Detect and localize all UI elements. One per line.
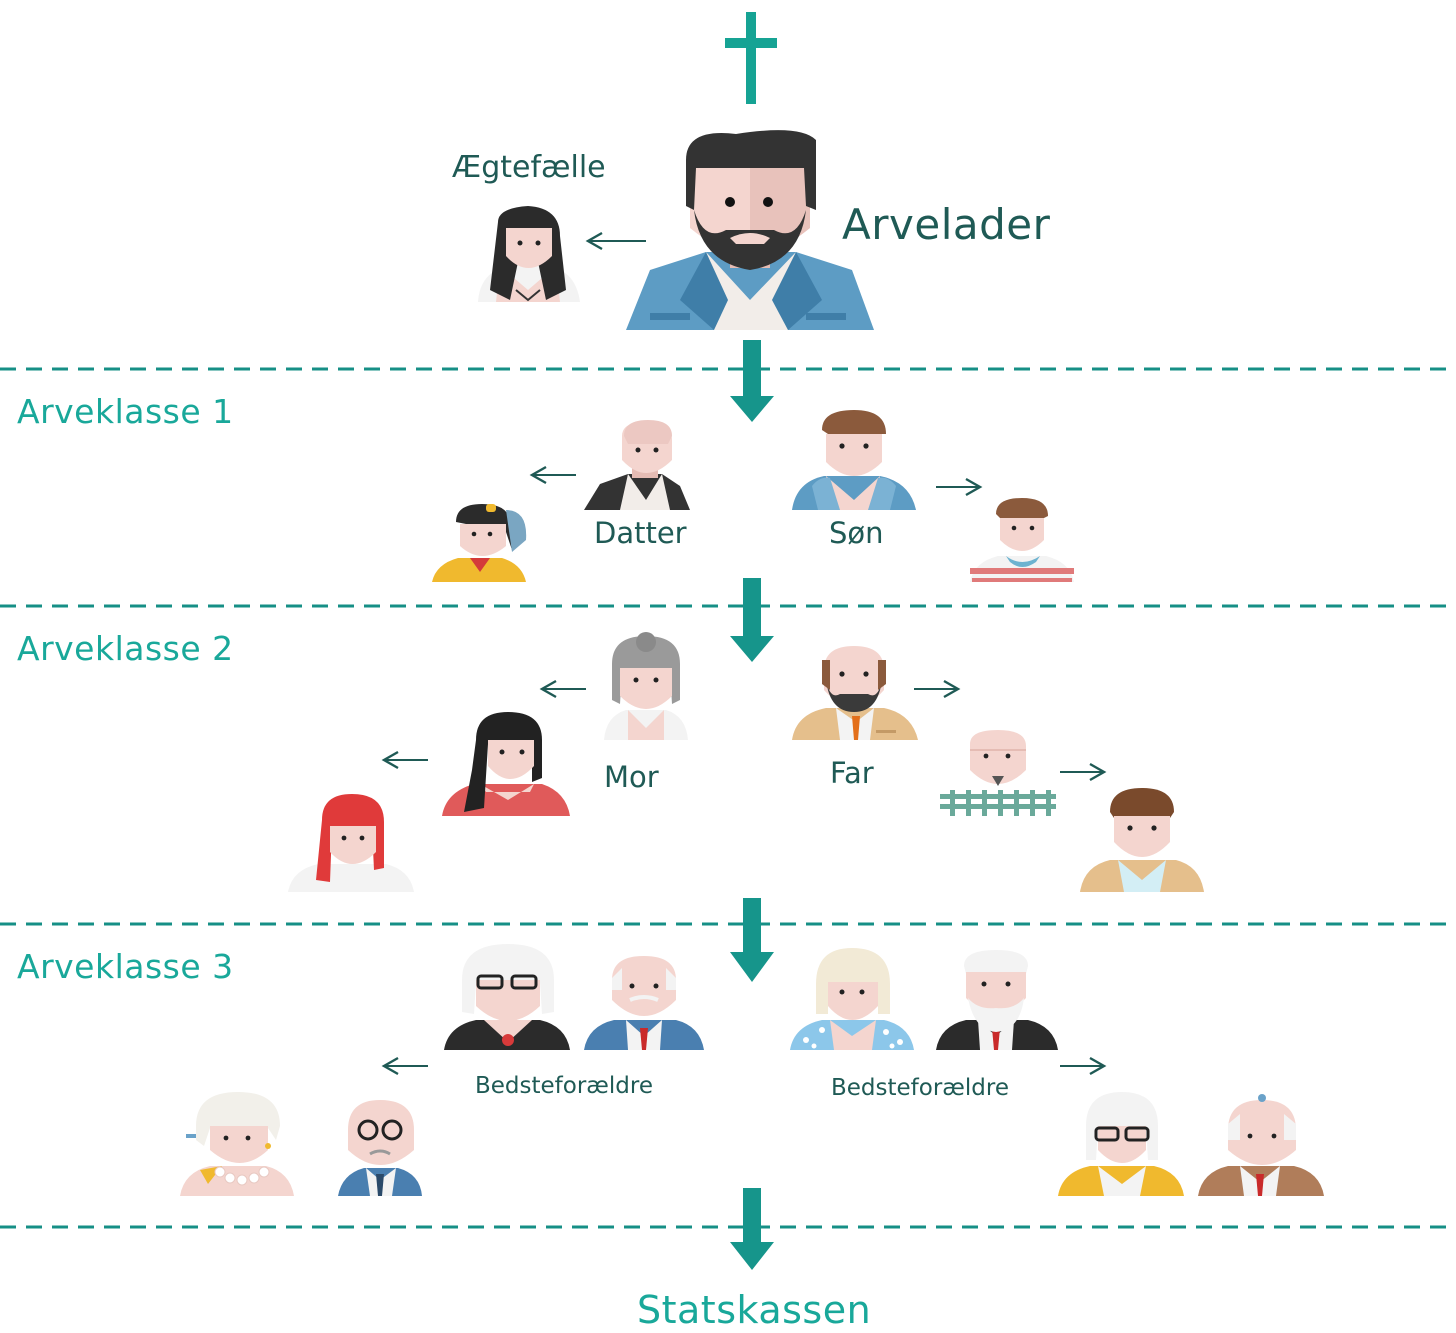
spouse-label: Ægtefælle	[452, 150, 606, 185]
grandparents-maternal-label: Bedsteforældre	[831, 1075, 1009, 1101]
cousin-brown-hair-avatar	[1080, 788, 1204, 892]
grandparents-paternal-label: Bedsteforældre	[475, 1073, 653, 1099]
down-arrow-icon	[730, 578, 774, 662]
cross-icon	[725, 12, 777, 104]
grandchild-girl-avatar	[432, 504, 527, 582]
class-dividers	[0, 367, 1456, 1229]
aunt-dark-hair-avatar	[442, 712, 570, 816]
spouse-avatar	[478, 206, 580, 302]
great-aunt-glasses-avatar	[1058, 1092, 1184, 1196]
son-avatar	[792, 410, 916, 510]
inheritance-class-3-label: Arveklasse 3	[17, 947, 234, 986]
grandfather-tie-avatar	[584, 956, 704, 1050]
great-uncle-glasses-avatar	[338, 1100, 422, 1196]
daughter-avatar	[584, 420, 690, 510]
grandchild-boy-avatar	[970, 498, 1074, 582]
son-label: Søn	[829, 516, 884, 550]
great-uncle-brown-suit-avatar	[1198, 1094, 1324, 1196]
mother-label: Mor	[604, 760, 659, 794]
state-treasury-label: Statskassen	[637, 1288, 872, 1332]
down-arrow-icon	[730, 1188, 774, 1270]
father-label: Far	[830, 756, 874, 790]
deceased-avatar	[626, 130, 874, 330]
uncle-checkered-avatar	[934, 730, 1058, 816]
down-arrow-icon	[730, 340, 774, 422]
daughter-label: Datter	[594, 516, 687, 550]
grandfather-beard-avatar	[936, 950, 1058, 1050]
deceased-label: Arvelader	[842, 200, 1051, 249]
mother-avatar	[604, 632, 688, 740]
cousin-red-hair-avatar	[288, 794, 414, 892]
father-avatar	[792, 646, 918, 740]
inheritance-class-1-label: Arveklasse 1	[17, 392, 234, 431]
great-aunt-pearls-avatar	[180, 1092, 294, 1196]
grandmother-blonde-avatar	[790, 948, 914, 1050]
inheritance-class-2-label: Arveklasse 2	[17, 629, 234, 668]
grandmother-glasses-avatar	[444, 944, 570, 1050]
down-arrow-icon	[730, 898, 774, 982]
